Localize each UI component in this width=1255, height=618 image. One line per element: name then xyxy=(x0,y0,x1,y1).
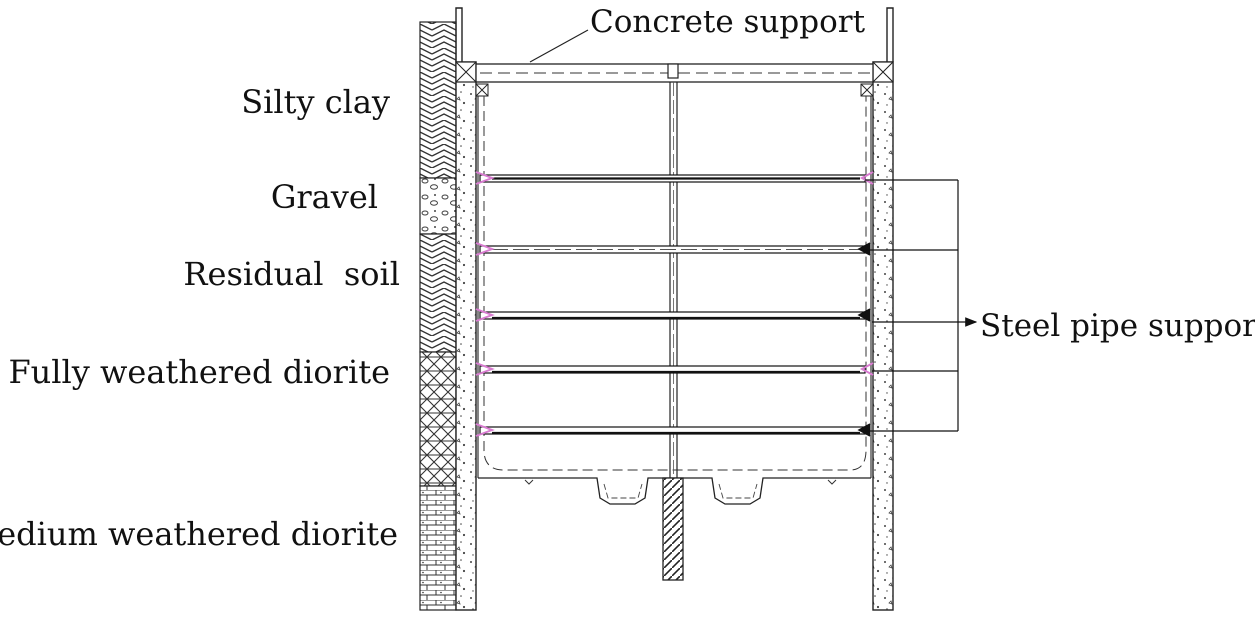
stratum-silty-clay xyxy=(419,21,457,179)
steel-pipe-strut xyxy=(475,242,871,256)
concrete-support-leader xyxy=(529,29,589,63)
stratum-label-fully-weathered-diorite: Fully weathered diorite xyxy=(8,353,390,391)
inner-lining xyxy=(483,96,867,471)
strata-column xyxy=(419,21,457,611)
left-retaining-wall xyxy=(455,7,477,611)
stratum-label-silty-clay: Silty clay xyxy=(241,83,390,121)
stratum-label-medium-weathered-diorite: Medium weathered diorite xyxy=(0,515,398,553)
central-pile xyxy=(662,477,684,581)
stratum-label-residual-soil: Residual soil xyxy=(183,255,400,293)
steel-pipe-strut xyxy=(475,308,871,322)
stratum-medium-weathered-diorite xyxy=(419,485,457,611)
central-column xyxy=(669,82,678,478)
concrete-support-label: Concrete support xyxy=(590,4,866,40)
stratum-gravel xyxy=(419,177,457,235)
steel-pipe-callout-bracket xyxy=(865,179,978,432)
steel-pipe-strut xyxy=(475,171,874,185)
steel-pipe-support-label: Steel pipe support xyxy=(980,308,1255,344)
stratum-residual-soil xyxy=(419,233,457,353)
concrete-support xyxy=(475,63,874,83)
stratum-label-gravel: Gravel xyxy=(271,178,378,216)
steel-pipe-strut xyxy=(475,423,871,437)
steel-pipe-strut xyxy=(475,362,874,376)
stratum-fully-weathered-diorite xyxy=(419,351,457,487)
right-retaining-wall xyxy=(872,7,894,611)
